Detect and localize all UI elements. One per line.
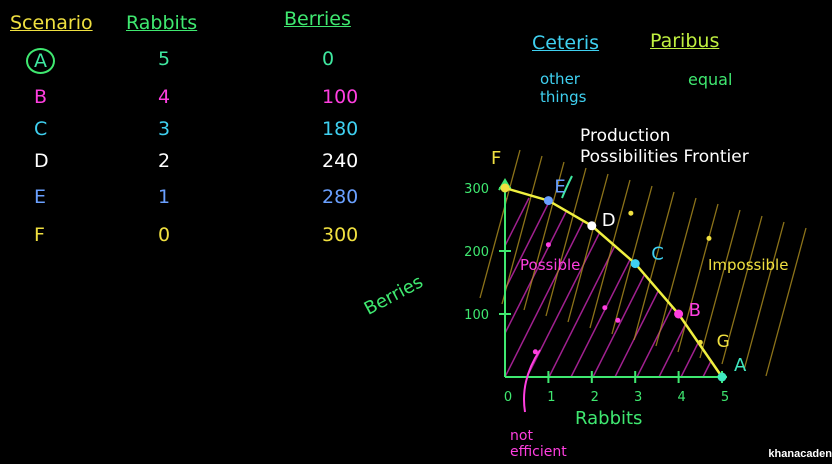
x-tick-label: 1 bbox=[547, 390, 555, 405]
x-tick-label: 0 bbox=[504, 390, 512, 405]
point-b bbox=[674, 309, 684, 319]
point-label-c: C bbox=[651, 244, 664, 265]
impossible-hatch bbox=[655, 197, 697, 347]
table-cell-berries: 280 bbox=[322, 186, 359, 208]
table-cell-berries: 180 bbox=[322, 118, 359, 140]
paribus-label: Paribus bbox=[650, 30, 720, 52]
point-a bbox=[717, 372, 727, 382]
not-efficient-label: not efficient bbox=[510, 428, 567, 460]
possible-hatch bbox=[570, 197, 662, 377]
header-rabbits: Rabbits bbox=[126, 12, 198, 34]
table-cell-rabbits: 2 bbox=[158, 150, 171, 172]
ppf-curve bbox=[504, 186, 724, 378]
ceteris-label: Ceteris bbox=[532, 32, 600, 54]
x-tick-label: 5 bbox=[721, 390, 729, 405]
point-d bbox=[587, 221, 597, 231]
point-f bbox=[500, 183, 510, 193]
table-cell-rabbits: 3 bbox=[158, 118, 171, 140]
impossible-hatch bbox=[523, 161, 565, 311]
possible-hatch bbox=[725, 198, 815, 377]
sample-point bbox=[545, 242, 551, 248]
table-cell-scenario: B bbox=[34, 86, 48, 108]
impossible-label: Impossible bbox=[708, 256, 789, 274]
x-tick-label: 4 bbox=[677, 390, 685, 405]
table-cell-berries: 0 bbox=[322, 48, 335, 70]
sample-point bbox=[615, 317, 621, 323]
y-tick-label: 300 bbox=[464, 182, 489, 197]
table-cell-rabbits: 0 bbox=[158, 224, 171, 246]
watermark: khanacaden bbox=[768, 448, 832, 460]
possible-hatch bbox=[505, 197, 574, 377]
impossible-hatch bbox=[545, 167, 587, 317]
point-e bbox=[543, 196, 553, 206]
impossible-hatch bbox=[699, 209, 741, 359]
table-cell-scenario: D bbox=[34, 150, 49, 172]
point-label-d: D bbox=[602, 210, 616, 231]
point-label-b: B bbox=[689, 300, 701, 321]
table-cell-scenario: A bbox=[26, 48, 55, 74]
table-cell-scenario: C bbox=[34, 118, 48, 140]
x-axis-label: Rabbits bbox=[575, 408, 643, 429]
table-cell-rabbits: 1 bbox=[158, 186, 171, 208]
table-cell-berries: 100 bbox=[322, 86, 359, 108]
possible-label: Possible bbox=[520, 256, 581, 274]
sample-point bbox=[628, 210, 634, 216]
impossible-hatch bbox=[567, 173, 609, 323]
point-label-g: G bbox=[717, 332, 730, 352]
possible-hatch bbox=[505, 197, 508, 377]
table-cell-berries: 300 bbox=[322, 224, 359, 246]
impossible-hatch bbox=[589, 179, 631, 329]
possible-hatch bbox=[636, 197, 722, 377]
impossible-hatch bbox=[765, 227, 807, 377]
impossible-hatch bbox=[677, 203, 719, 353]
y-tick-label: 200 bbox=[464, 245, 489, 260]
ppf-title: Production Possibilities Frontier bbox=[580, 126, 749, 167]
equal-label: equal bbox=[688, 70, 733, 89]
possible-hatch bbox=[680, 197, 722, 377]
possible-hatch bbox=[769, 198, 832, 377]
x-tick-label: 3 bbox=[634, 390, 642, 405]
impossible-hatch bbox=[721, 215, 763, 365]
header-scenario: Scenario bbox=[10, 12, 93, 34]
x-tick-label: 2 bbox=[591, 390, 599, 405]
other-things-label: other things bbox=[540, 70, 587, 106]
table-cell-scenario: F bbox=[34, 224, 45, 246]
possible-hatch bbox=[813, 198, 832, 377]
arrow-icon bbox=[561, 175, 573, 199]
header-berries: Berries bbox=[284, 8, 351, 30]
point-label-a: A bbox=[734, 355, 747, 376]
arrow-icon bbox=[523, 349, 541, 413]
point-c bbox=[630, 259, 640, 269]
possible-hatch bbox=[505, 197, 530, 377]
point-label-f: F bbox=[491, 148, 501, 169]
possible-hatch bbox=[505, 197, 596, 377]
impossible-hatch bbox=[633, 191, 675, 341]
sample-point bbox=[602, 305, 608, 311]
impossible-hatch bbox=[501, 155, 543, 305]
possible-hatch bbox=[614, 197, 706, 377]
table-cell-berries: 240 bbox=[322, 150, 359, 172]
impossible-hatch bbox=[479, 149, 521, 299]
sample-point bbox=[706, 235, 712, 241]
table-cell-rabbits: 5 bbox=[158, 48, 171, 70]
point-label-e: E bbox=[554, 177, 565, 198]
y-tick-label: 100 bbox=[464, 308, 489, 323]
sample-point bbox=[532, 349, 538, 355]
impossible-hatch bbox=[743, 221, 785, 371]
possible-hatch bbox=[791, 198, 832, 377]
table-cell-scenario: E bbox=[34, 186, 47, 208]
table-cell-rabbits: 4 bbox=[158, 86, 171, 108]
sample-point bbox=[697, 339, 703, 345]
